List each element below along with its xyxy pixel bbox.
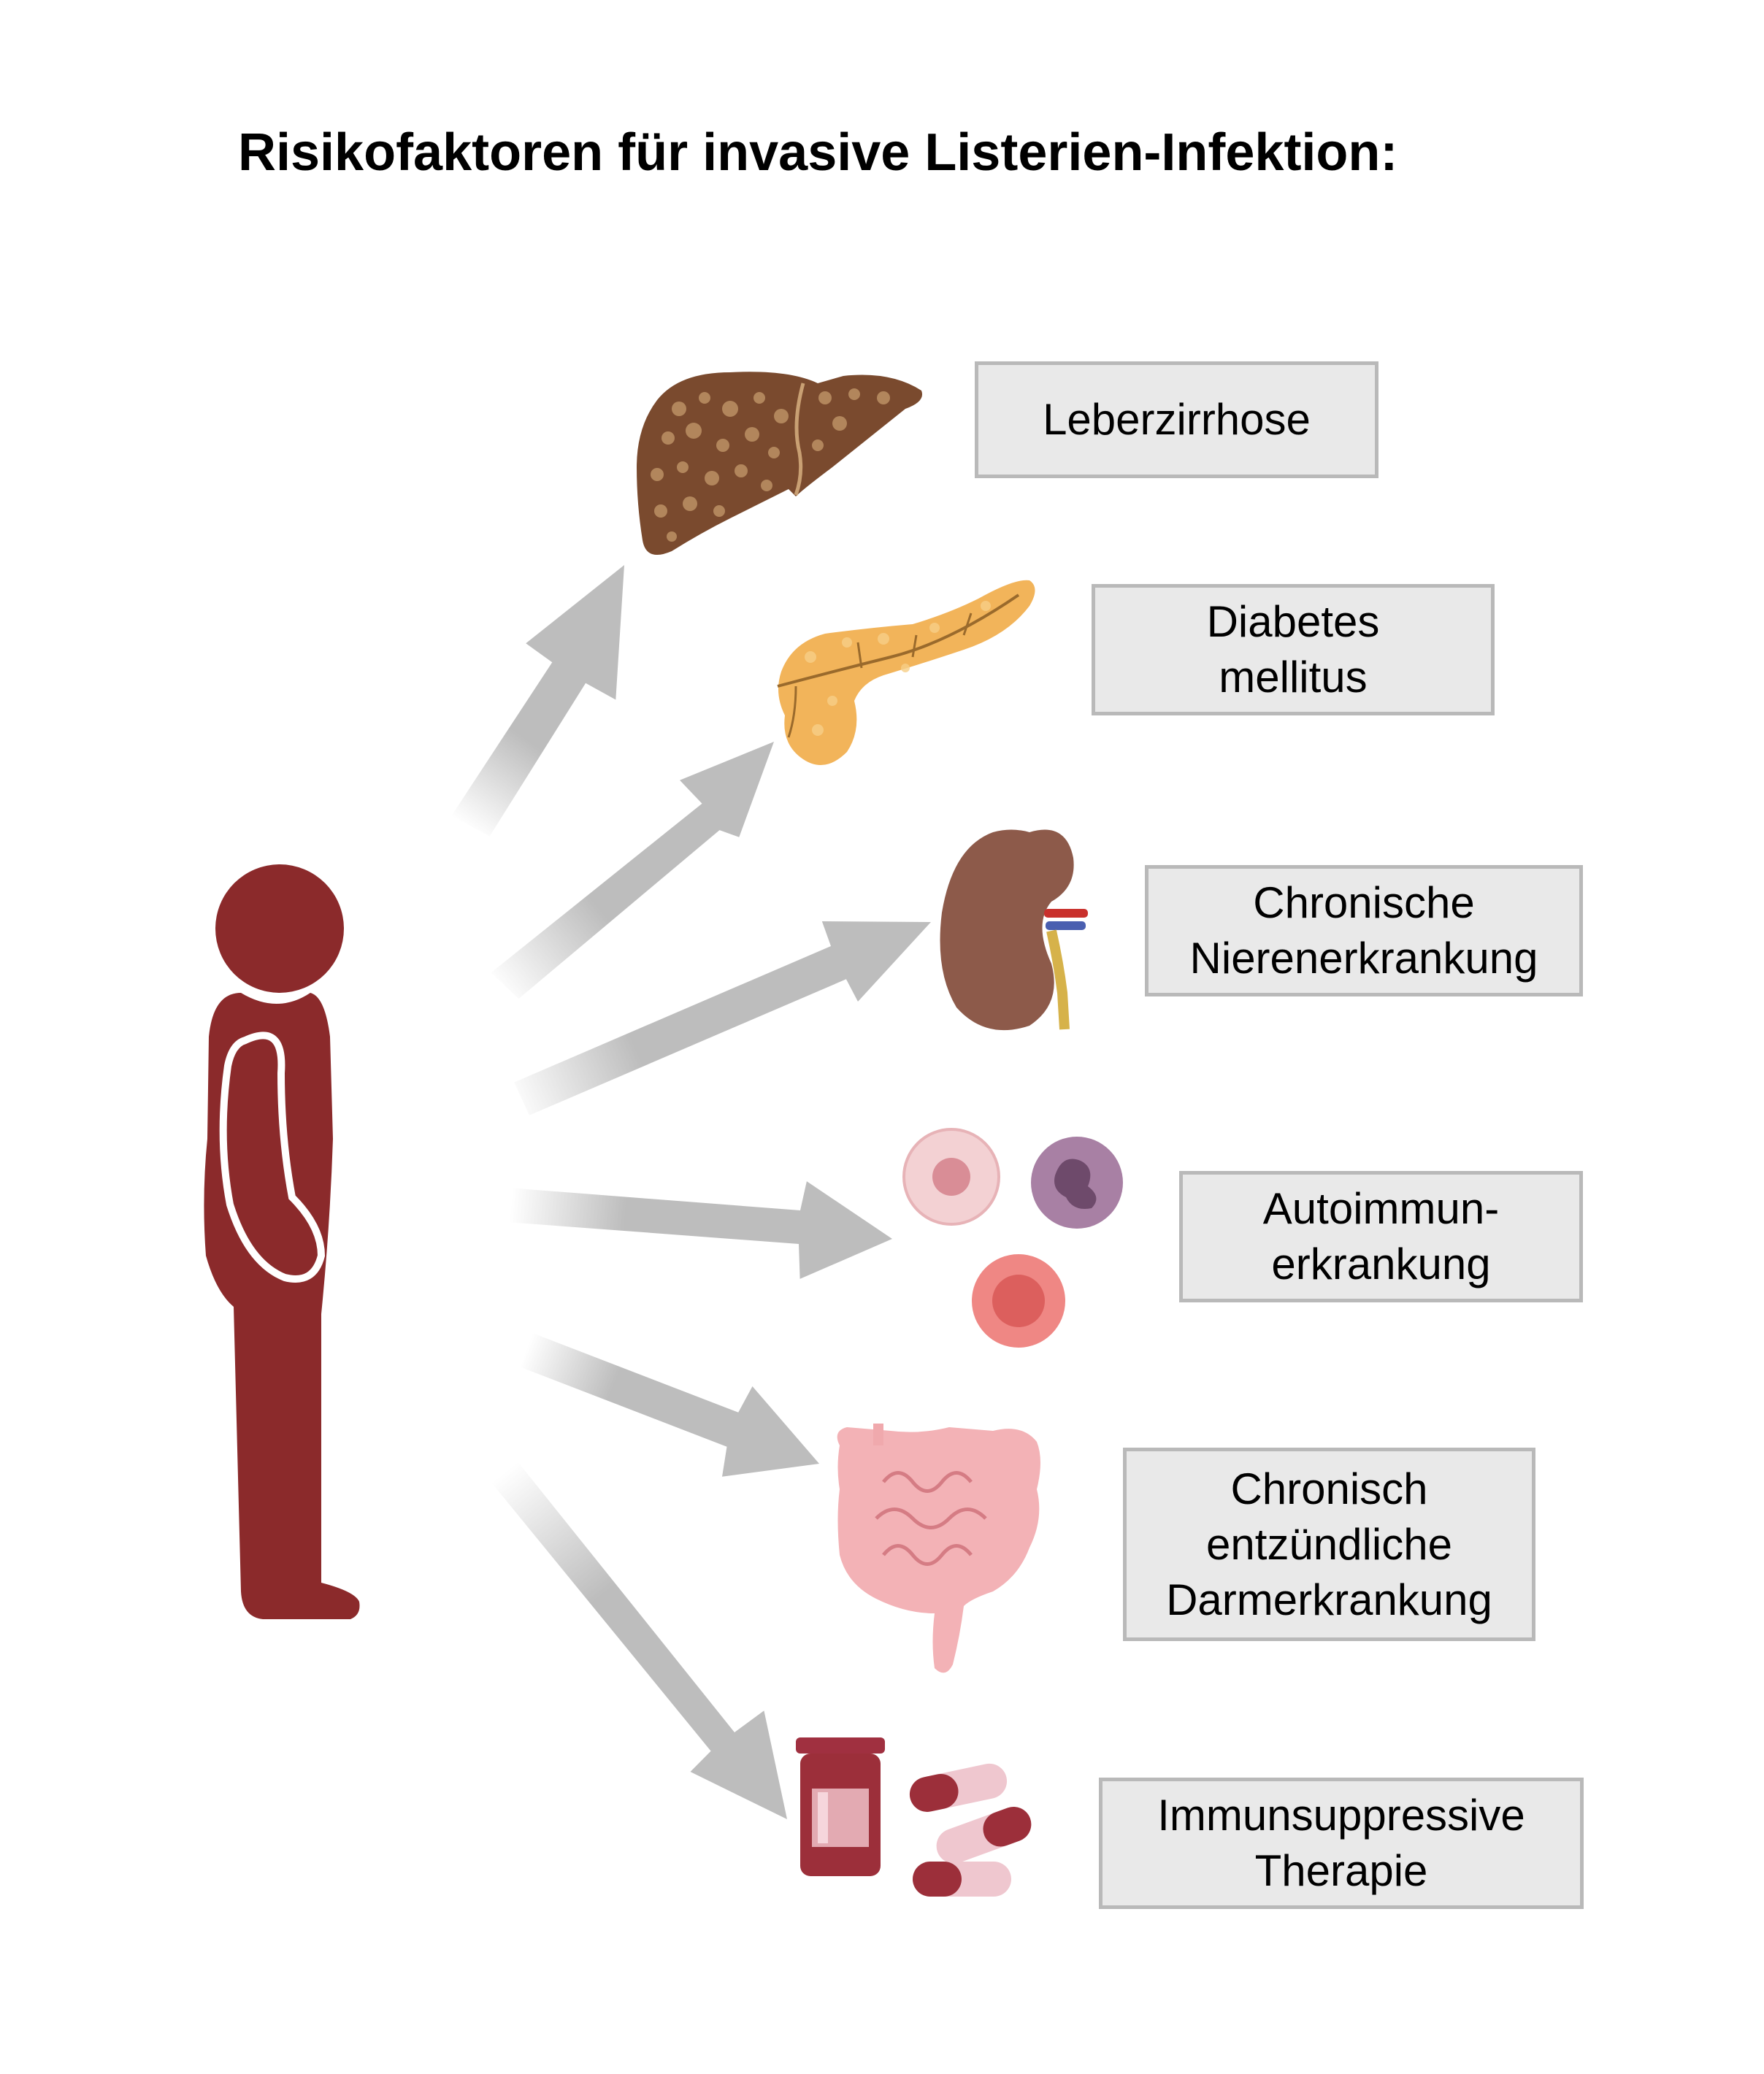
arrow-to-kidney [514, 921, 931, 1115]
risk-factor-label: Immunsuppressive [1157, 1791, 1525, 1840]
immune-cells-icon [902, 1128, 1123, 1348]
risk-factor-label: Therapie [1254, 1846, 1428, 1895]
risk-factor-label: Darmerkrankung [1166, 1575, 1492, 1624]
risk-factor-label: erkrankung [1271, 1240, 1491, 1288]
person-icon [204, 864, 360, 1619]
risk-factor-label: Diabetes [1206, 597, 1380, 646]
risk-factor-label: Nierenerkrankung [1189, 934, 1538, 983]
risk-factor-box-autoimmune: Autoimmun- erkrankung [1179, 1171, 1583, 1302]
page-title: Risikofaktoren für invasive Listerien-In… [238, 123, 1398, 182]
medication-icon [796, 1737, 1032, 1897]
arrow-to-immune-cells [509, 1181, 892, 1279]
risk-factor-label: mellitus [1219, 653, 1368, 702]
intestine-icon [837, 1424, 1040, 1673]
risk-factor-box-liver-cirrhosis: Leberzirrhose [975, 361, 1378, 478]
arrow-to-pancreas [491, 742, 774, 999]
kidney-icon [940, 829, 1088, 1031]
risk-factor-box-ibd: Chronisch entzündliche Darmerkrankung [1123, 1448, 1535, 1641]
arrow-to-intestine [520, 1332, 819, 1477]
risk-factor-label: Chronisch [1230, 1464, 1428, 1513]
liver-icon [637, 372, 923, 555]
arrow-to-medication [489, 1459, 787, 1819]
risk-factor-box-immunosuppressive-therapy: Immunsuppressive Therapie [1099, 1778, 1584, 1909]
arrow-to-liver [451, 565, 624, 837]
risk-factor-box-kidney-disease: Chronische Nierenerkrankung [1145, 865, 1583, 996]
pancreas-icon [777, 580, 1035, 765]
risk-factor-label: Chronische [1253, 878, 1475, 927]
risk-factor-box-diabetes: Diabetes mellitus [1092, 584, 1495, 715]
risk-factor-label: Leberzirrhose [1043, 395, 1311, 444]
risk-factor-label: entzündliche [1206, 1519, 1452, 1569]
risk-factor-label: Autoimmun- [1262, 1184, 1500, 1233]
